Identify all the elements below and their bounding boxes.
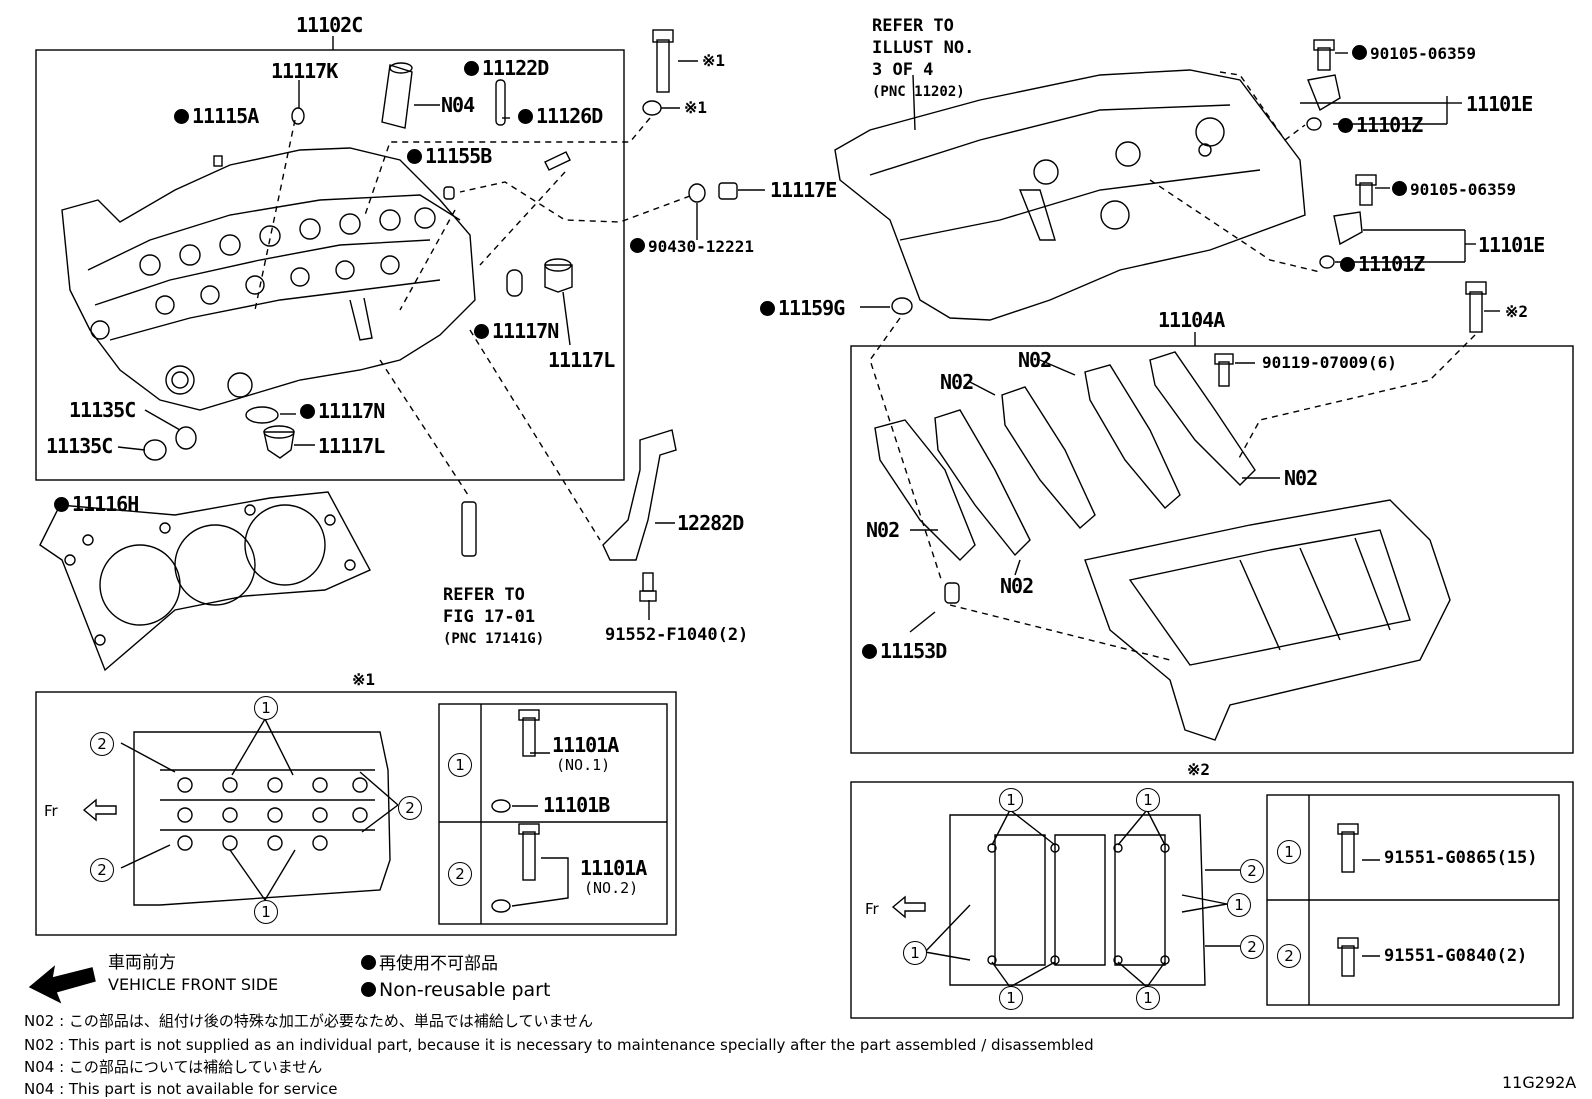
seq2-fr-label: Fr — [865, 900, 879, 918]
refer-stud-l1: REFER TO — [443, 585, 525, 605]
vehicle-front-arrow-icon — [28, 965, 96, 1004]
label-N04: N04 — [441, 93, 475, 117]
label-head-assy: 11102C — [296, 13, 363, 37]
label-washer-ref1: ※1 — [684, 98, 708, 117]
label-90105-a: 90105-06359 — [1352, 45, 1476, 62]
seq1-table-circle-2: 2 — [448, 862, 472, 886]
seq2-circle-2-lower: 2 — [1240, 935, 1264, 959]
legend-front-en: VEHICLE FRONT SIDE — [108, 975, 279, 994]
label-11117L-bottom: 11117L — [318, 434, 385, 458]
refer-cover-l1: REFER TO — [872, 16, 954, 36]
refer-cover-l3: 3 OF 4 — [872, 60, 934, 80]
label-90105-b: 90105-06359 — [1392, 181, 1516, 198]
seq2-table-circle-2: 2 — [1277, 944, 1301, 968]
note-n04-jp: N04 : この部品については補給していません — [24, 1058, 323, 1076]
label-N02-e: N02 — [1000, 574, 1034, 598]
label-91551-G0840: 91551-G0840(2) — [1384, 946, 1528, 966]
seq2-circle-1-right: 1 — [1227, 893, 1251, 917]
label-11117E: 11117E — [770, 178, 837, 202]
torque-sequence-frame-1 — [35, 691, 677, 936]
seq1-fr-label: Fr — [44, 802, 58, 820]
cylinder-head-drawing — [61, 147, 476, 411]
refer-stud-l3: (PNC 17141G) — [443, 631, 545, 647]
label-N02-d: N02 — [866, 518, 900, 542]
seq2-circle-2-upper: 2 — [1240, 859, 1264, 883]
label-11117K: 11117K — [271, 59, 338, 83]
label-11101Z-a: 11101Z — [1338, 115, 1423, 135]
label-90430-12221: 90430-12221 — [630, 238, 754, 255]
torque-seq-2-drawing — [891, 809, 1380, 988]
bearing-cap-frame — [850, 345, 1574, 754]
label-91552-F1040: 91552-F1040(2) — [605, 625, 749, 645]
label-11135C-a: 11135C — [69, 398, 136, 422]
illustration-code: 11G292A — [1502, 1073, 1577, 1092]
label-90119-07009: 90119-07009(6) — [1262, 353, 1397, 372]
note-n02-en: N02 : This part is not supplied as an in… — [24, 1036, 1094, 1054]
label-11135C-b: 11135C — [46, 434, 113, 458]
torque-sequence-frame-2 — [850, 781, 1574, 1019]
head-gasket-drawing — [39, 491, 371, 672]
label-11117N-bottom: 11117N — [300, 401, 385, 421]
label-91551-G0865: 91551-G0865(15) — [1384, 848, 1538, 868]
note-n04-en: N04 : This part is not available for ser… — [24, 1080, 338, 1098]
label-11101B: 11101B — [543, 793, 610, 817]
seq2-circle-1-tl: 1 — [999, 788, 1023, 812]
legend-nonreuse-jp: 再使用不可部品 — [361, 955, 498, 973]
label-11155B: 11155B — [407, 146, 492, 166]
label-11153D: 11153D — [862, 641, 947, 661]
refer-cover-note: REFER TO ILLUST NO. 3 OF 4 (PNC 11202) — [872, 15, 974, 103]
seq2-circle-1-bl: 1 — [999, 986, 1023, 1010]
label-11101A-no2: 11101A — [580, 856, 647, 880]
note-n02-jp: N02 : この部品は、組付け後の特殊な加工が必要なため、単品では補給していませ… — [24, 1012, 594, 1030]
cylinder-head-frame — [35, 49, 625, 481]
label-11117N-top: 11117N — [474, 321, 559, 341]
label-N02-b: N02 — [940, 370, 974, 394]
seq2-table-circle-1: 1 — [1277, 840, 1301, 864]
bearing-caps-drawing — [874, 351, 1256, 561]
label-11117L-top: 11117L — [548, 348, 615, 372]
seq1-table-circle-1: 1 — [448, 753, 472, 777]
label-11122D: 11122D — [464, 58, 549, 78]
head-small-parts — [143, 62, 573, 461]
refer-stud-note: REFER TO FIG 17-01 (PNC 17141G) — [443, 584, 544, 650]
label-11116H: 11116H — [54, 494, 139, 514]
label-11159G: 11159G — [760, 298, 845, 318]
seq1-circle-2-right: 2 — [398, 796, 422, 820]
label-11115A: 11115A — [174, 106, 259, 126]
label-bolt-ref1: ※1 — [702, 51, 726, 70]
label-no1: (NO.1) — [556, 756, 611, 774]
refer-cover-l2: ILLUST NO. — [872, 38, 975, 58]
label-bolt-ref2: ※2 — [1505, 302, 1529, 321]
legend-front-jp: 車両前方 — [108, 953, 176, 973]
seq1-circle-1-bottom: 1 — [254, 900, 278, 924]
label-N02-a: N02 — [1018, 348, 1052, 372]
label-11104A: 11104A — [1158, 308, 1225, 332]
seq1-circle-1-top: 1 — [254, 696, 278, 720]
seq2-circle-1-tr: 1 — [1136, 788, 1160, 812]
legend-nonreuse-en: Non-reusable part — [361, 981, 550, 1000]
misc-parts — [461, 29, 1487, 604]
label-N02-c: N02 — [1284, 466, 1318, 490]
cam-housing-drawing — [834, 69, 1306, 321]
seq1-circle-2-tl: 2 — [90, 732, 114, 756]
label-11101E-b: 11101E — [1478, 233, 1545, 257]
label-11101E-a: 11101E — [1466, 92, 1533, 116]
label-11101Z-b: 11101Z — [1340, 254, 1425, 274]
label-ref2-title: ※2 — [1187, 760, 1211, 779]
label-ref1-title: ※1 — [352, 670, 376, 689]
dashed-leaders — [254, 71, 1476, 661]
ladder-frame-drawing — [1084, 499, 1451, 741]
refer-stud-l2: FIG 17-01 — [443, 607, 536, 627]
torque-seq-1-drawing — [82, 709, 569, 913]
label-11126D: 11126D — [518, 106, 603, 126]
seq1-circle-2-bl: 2 — [90, 858, 114, 882]
refer-cover-l4: (PNC 11202) — [872, 84, 965, 100]
label-11101A-no1: 11101A — [552, 733, 619, 757]
seq2-circle-1-left: 1 — [903, 941, 927, 965]
label-12282D: 12282D — [677, 511, 744, 535]
label-no2: (NO.2) — [584, 879, 639, 897]
seq2-circle-1-br: 1 — [1136, 986, 1160, 1010]
